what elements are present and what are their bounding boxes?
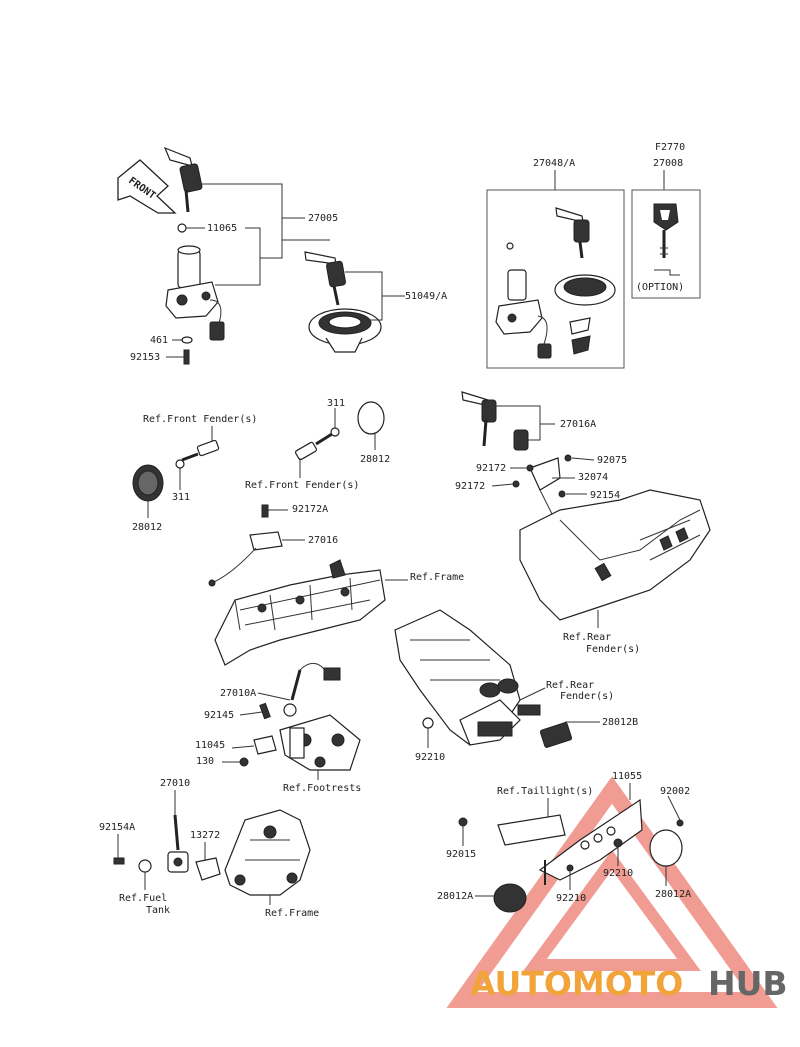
label-27005: 27005 [308, 213, 338, 224]
license-plate-bracket [497, 798, 643, 885]
option-key-box [631, 189, 701, 299]
leader-lines-topleft [166, 183, 330, 358]
label-ref-front-fender-1: Ref.Front Fender(s) [143, 414, 257, 425]
label-92075: 92075 [597, 455, 627, 466]
footrest-bracket [279, 714, 361, 771]
watermark-triangle [446, 776, 778, 1008]
seat-lock-bracket [512, 454, 572, 498]
label-461: 461 [150, 335, 168, 346]
nut-92210-c [566, 864, 574, 872]
leader-51049 [345, 271, 405, 297]
label-F2770: F2770 [655, 142, 685, 153]
label-28012A-a: 28012A [437, 891, 473, 902]
bolt-92154A [113, 857, 125, 865]
label-11065: 11065 [207, 223, 237, 234]
label-ref-front-fender-2: Ref.Front Fender(s) [245, 480, 359, 491]
label-92015: 92015 [446, 849, 476, 860]
seat-lock-key [461, 391, 529, 451]
label-28012-a: 28012 [132, 522, 162, 533]
label-92210-c: 92210 [556, 893, 586, 904]
reflector-28012B [539, 722, 573, 748]
ignition-key-2 [304, 251, 346, 306]
rear-fender-upper [519, 489, 711, 621]
label-27008: 27008 [653, 158, 683, 169]
label-32074: 32074 [578, 472, 608, 483]
watermark-text-gray: HUB [708, 964, 788, 1003]
nut-92210-b [613, 838, 623, 848]
label-51049A: 51049/A [405, 291, 447, 302]
reflector-mount-left [132, 439, 220, 502]
label-ref-rear-fender-1a: Ref.Rear [563, 632, 611, 643]
label-130: 130 [196, 756, 214, 767]
label-option: (OPTION) [636, 282, 684, 293]
label-27048A: 27048/A [533, 158, 575, 169]
label-92210-b: 92210 [603, 868, 633, 879]
rear-frame [214, 559, 386, 666]
frame-lower [224, 809, 311, 896]
label-27010A: 27010A [220, 688, 256, 699]
label-11045: 11045 [195, 740, 225, 751]
bolt-92015 [458, 817, 468, 827]
label-92172A: 92172A [292, 504, 328, 515]
label-92172-b: 92172 [455, 481, 485, 492]
label-92154: 92154 [590, 490, 620, 501]
label-ref-rear-fender-2b: Fender(s) [560, 691, 614, 702]
ignition-key-1 [163, 146, 203, 213]
kit-27048-parts [495, 207, 616, 359]
label-ref-fuel-tank-b: Tank [146, 905, 170, 916]
reflector-mount-right [294, 401, 385, 461]
reflector-28012A-left [493, 883, 527, 913]
label-92154A: 92154A [99, 822, 135, 833]
seat-lock-cable-27016 [208, 531, 283, 587]
bolt-130 [239, 757, 249, 767]
label-ref-frame-1: Ref.Frame [410, 572, 464, 583]
label-13272: 13272 [190, 830, 220, 841]
label-92145: 92145 [204, 710, 234, 721]
reflector-28012A-right [649, 829, 683, 867]
label-ref-footrests: Ref.Footrests [283, 783, 361, 794]
label-92172-a: 92172 [476, 463, 506, 474]
label-28012A-b: 28012A [655, 889, 691, 900]
label-27010: 27010 [160, 778, 190, 789]
label-92210-a: 92210 [415, 752, 445, 763]
label-92002: 92002 [660, 786, 690, 797]
label-28012B: 28012B [602, 717, 638, 728]
spring-92145 [259, 702, 271, 720]
switch-27010A [283, 663, 341, 717]
ignition-switch-assembly [165, 223, 225, 365]
label-27016A: 27016A [560, 419, 596, 430]
bracket-11045 [253, 735, 277, 755]
label-ref-fuel-tank-a: Ref.Fuel [119, 893, 167, 904]
label-ref-rear-fender-1b: Fender(s) [586, 644, 640, 655]
plate-13272 [195, 857, 221, 881]
switch-27010 [167, 814, 189, 873]
fuel-cap-lock [308, 308, 382, 353]
bolt-92002 [676, 819, 684, 827]
label-27016: 27016 [308, 535, 338, 546]
label-311-b: 311 [327, 398, 345, 409]
front-arrow: FRONT [117, 159, 177, 214]
rear-fender-lower [394, 609, 541, 746]
watermark-text-orange: AUTOMOTO [470, 964, 683, 1003]
label-28012-b: 28012 [360, 454, 390, 465]
bolt-92172A [261, 504, 269, 518]
label-92153: 92153 [130, 352, 160, 363]
label-ref-frame-2: Ref.Frame [265, 908, 319, 919]
label-ref-rear-fender-2a: Ref.Rear [546, 680, 594, 691]
watermark-logo: AUTOMOTO HUB [470, 964, 788, 1003]
label-11055: 11055 [612, 771, 642, 782]
nut-92210-a [422, 717, 434, 729]
label-311-a: 311 [172, 492, 190, 503]
nut-fuel-tank [138, 859, 152, 873]
option-key [653, 203, 680, 276]
label-ref-taillight: Ref.Taillight(s) [497, 786, 593, 797]
